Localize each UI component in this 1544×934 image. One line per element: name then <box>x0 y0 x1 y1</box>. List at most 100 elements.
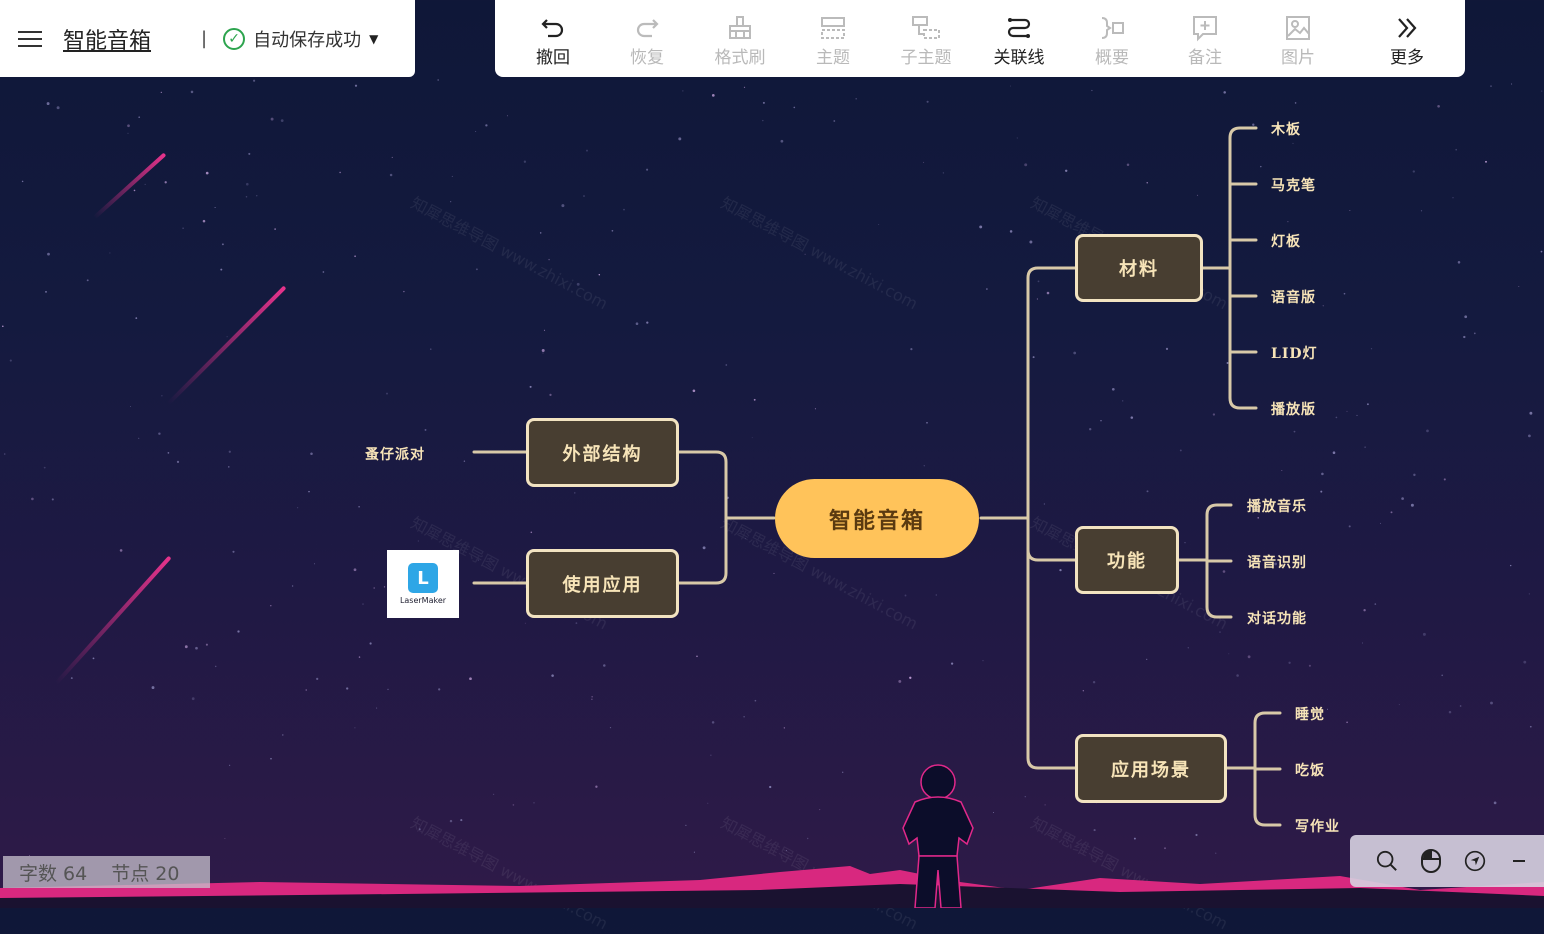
star <box>1441 674 1444 677</box>
star <box>133 189 136 192</box>
zoom-out-icon[interactable] <box>1508 850 1530 872</box>
star <box>451 175 453 177</box>
leaf-item[interactable]: 写作业 <box>1295 819 1340 835</box>
star <box>986 288 988 290</box>
star <box>773 572 775 574</box>
star <box>151 686 155 690</box>
star <box>1146 658 1148 661</box>
search-icon[interactable] <box>1376 850 1398 872</box>
mindmap-connectors <box>472 126 1282 827</box>
star <box>743 86 746 88</box>
undo-button[interactable]: 撤回 <box>513 0 593 77</box>
save-status-text: 自动保存成功 <box>253 29 362 51</box>
image-icon <box>1258 0 1338 42</box>
node-external-structure[interactable]: 外部结构 <box>526 418 679 487</box>
note-button[interactable]: 备注 <box>1165 0 1245 77</box>
star <box>358 656 361 658</box>
star <box>541 349 545 352</box>
leaf-item[interactable]: 对话功能 <box>1247 611 1307 627</box>
star <box>754 699 757 702</box>
leaf-item[interactable]: 马克笔 <box>1271 178 1316 194</box>
leaf-item[interactable]: 播放版 <box>1271 402 1316 418</box>
leaf-item[interactable]: LID灯 <box>1271 346 1318 362</box>
star <box>46 102 50 106</box>
star <box>1009 85 1011 87</box>
topic-button[interactable]: 主题 <box>793 0 873 77</box>
root-node[interactable]: 智能音箱 <box>775 479 979 558</box>
format-painter-button[interactable]: 格式刷 <box>700 0 780 77</box>
star <box>842 771 844 773</box>
redo-icon <box>607 0 687 42</box>
star <box>935 594 937 596</box>
star <box>576 282 580 286</box>
star <box>1260 165 1262 168</box>
star <box>598 273 601 276</box>
leaf-item[interactable]: 语音版 <box>1271 290 1316 306</box>
star <box>1455 148 1457 151</box>
more-button[interactable]: 更多 <box>1367 0 1447 77</box>
star <box>119 549 123 552</box>
star <box>1363 609 1366 612</box>
leaf-item[interactable]: 灯板 <box>1271 234 1301 250</box>
star <box>21 180 24 183</box>
star <box>1540 250 1543 253</box>
node-functions[interactable]: 功能 <box>1075 526 1179 594</box>
star <box>783 727 785 729</box>
leaf-item[interactable]: 睡觉 <box>1295 707 1325 723</box>
star <box>1327 708 1328 710</box>
summary-button[interactable]: 概要 <box>1072 0 1152 77</box>
image-button[interactable]: 图片 <box>1258 0 1338 77</box>
star <box>305 689 307 691</box>
leaf-item[interactable]: 播放音乐 <box>1247 499 1307 515</box>
star <box>438 688 441 691</box>
leaf-item[interactable]: 蚤仔派对 <box>365 447 425 463</box>
star <box>469 677 472 681</box>
star <box>202 219 206 223</box>
locate-icon[interactable] <box>1464 850 1486 872</box>
star <box>751 437 753 439</box>
document-title[interactable]: 智能音箱 <box>63 28 152 54</box>
caret-down-icon[interactable]: ▼ <box>369 31 379 46</box>
lasermaker-image[interactable]: L LaserMaker <box>387 550 459 618</box>
star <box>1036 298 1038 300</box>
node-materials[interactable]: 材料 <box>1075 234 1203 302</box>
leaf-item[interactable]: 吃饭 <box>1295 763 1325 779</box>
star <box>1410 503 1414 507</box>
star <box>1073 351 1077 355</box>
star <box>1426 429 1429 433</box>
star <box>591 696 593 698</box>
star <box>1541 90 1543 92</box>
star <box>1146 490 1149 493</box>
star <box>1308 664 1311 667</box>
star <box>248 152 251 155</box>
redo-button[interactable]: 恢复 <box>607 0 687 77</box>
star <box>595 785 598 788</box>
save-status[interactable]: ✓ 自动保存成功 ▼ <box>223 26 378 52</box>
star <box>1247 655 1251 659</box>
star <box>574 492 576 494</box>
node-usage-apps[interactable]: 使用应用 <box>526 549 679 618</box>
star <box>92 657 95 660</box>
star <box>270 757 272 760</box>
star <box>753 398 756 401</box>
node-scenarios[interactable]: 应用场景 <box>1075 734 1227 803</box>
star <box>221 243 224 246</box>
leaf-item[interactable]: 语音识别 <box>1247 555 1307 571</box>
lasermaker-caption: LaserMaker <box>399 596 447 605</box>
leaf-item[interactable]: 木板 <box>1271 122 1301 138</box>
star <box>280 119 284 122</box>
star <box>9 359 12 362</box>
menu-icon[interactable] <box>18 30 42 47</box>
star <box>1164 847 1166 850</box>
star <box>346 687 349 690</box>
relation-line-button[interactable]: 关联线 <box>979 0 1059 77</box>
star <box>391 156 393 158</box>
star <box>942 172 945 174</box>
subtopic-button[interactable]: 子主题 <box>886 0 966 77</box>
mouse-icon[interactable] <box>1420 849 1442 873</box>
star <box>70 677 73 680</box>
format-painter-icon <box>700 0 780 42</box>
star <box>354 727 356 729</box>
star <box>220 268 223 271</box>
star <box>182 227 184 229</box>
